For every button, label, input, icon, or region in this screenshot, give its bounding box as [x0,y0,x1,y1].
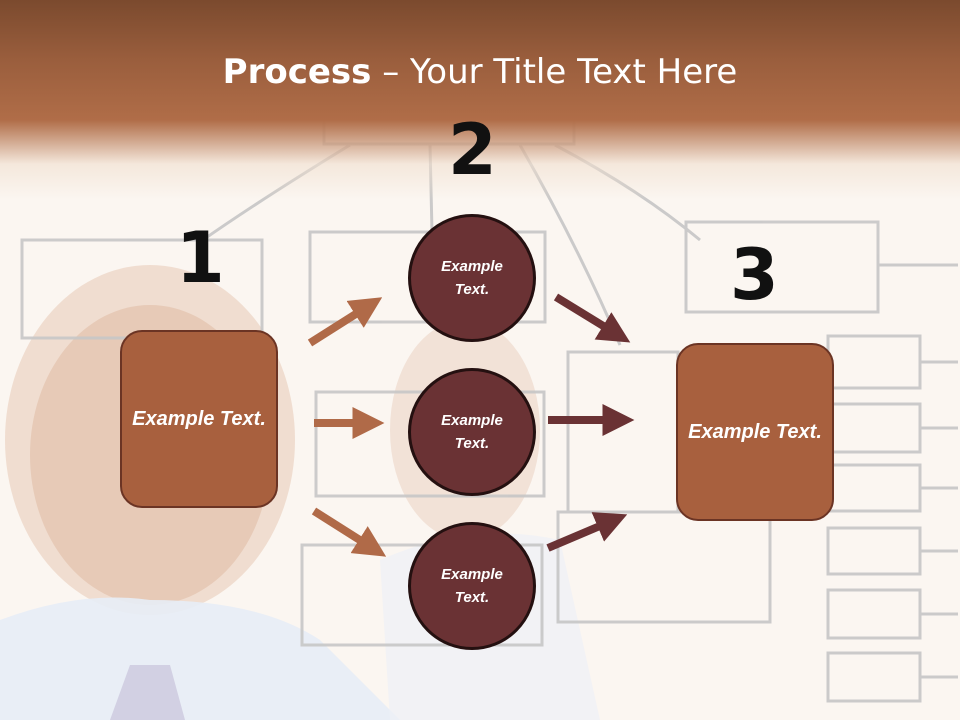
circle-middle: Example Text. [408,368,536,496]
arrow-from-top-circle [553,293,631,343]
arrow-from-bottom-circle [546,512,628,552]
box-step-3: Example Text. [676,343,834,521]
step-number-1: 1 [176,217,225,299]
title-bold: Process [222,52,372,92]
slide-title: Process – Your Title Text Here [0,52,960,92]
circle-bottom: Example Text. [408,522,536,650]
step-number-2: 2 [448,109,497,191]
arrow-to-bottom-circle [311,507,387,557]
arrow-to-top-circle [307,297,383,347]
title-dash: – [371,52,411,92]
title-banner [0,0,960,200]
circle-top: Example Text. [408,214,536,342]
box-step-1: Example Text. [120,330,278,508]
title-rest: Your Title Text Here [410,52,738,92]
step-number-3: 3 [730,234,779,316]
